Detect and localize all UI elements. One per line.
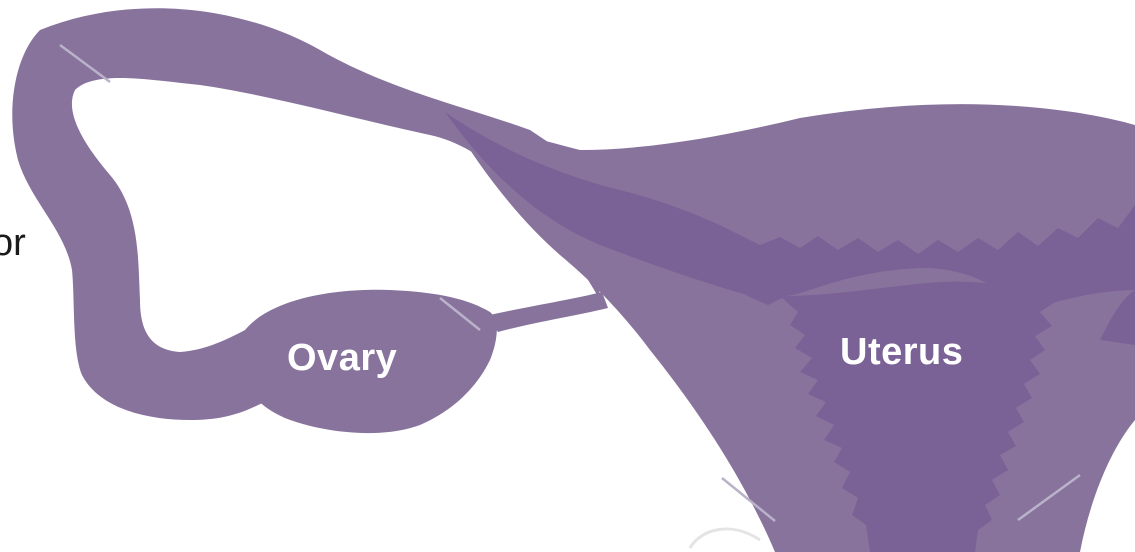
faint-outline: [690, 529, 760, 548]
ovary-label: Ovary: [287, 337, 397, 380]
ovarian-ligament: [485, 292, 608, 332]
uterus-label: Uterus: [840, 331, 963, 374]
